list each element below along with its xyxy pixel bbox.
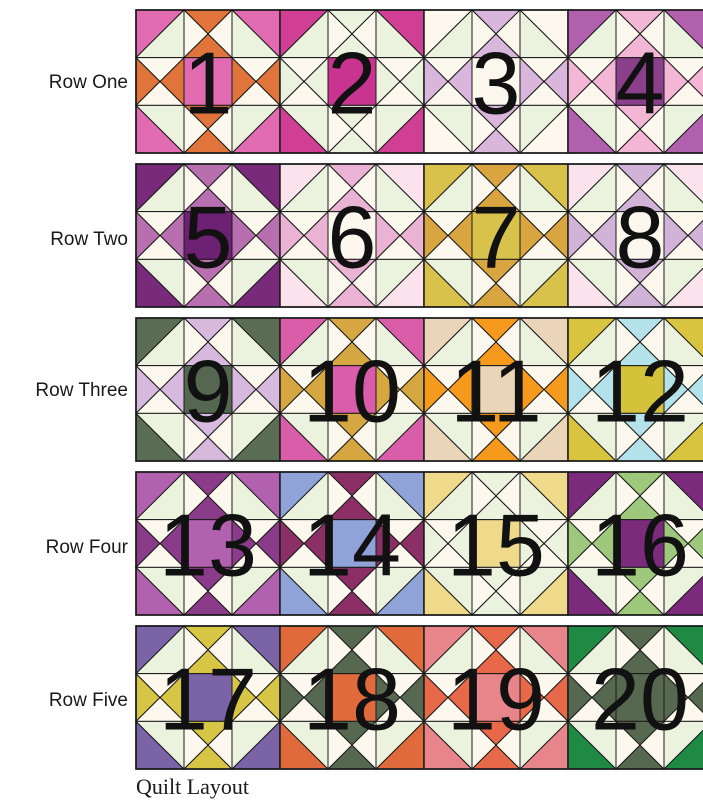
block-number: 16 xyxy=(591,496,689,595)
quilt-block-7: 7 xyxy=(424,164,568,307)
quilt-block-18: 18 xyxy=(280,626,424,769)
block-number: 5 xyxy=(184,188,233,287)
block-number: 2 xyxy=(328,34,377,133)
quilt-block-13: 13 xyxy=(136,472,280,615)
block-number: 6 xyxy=(328,188,377,287)
quilt-block-9: 9 xyxy=(136,318,280,461)
block-number: 7 xyxy=(472,188,521,287)
block-number: 18 xyxy=(303,650,401,749)
block-number: 1 xyxy=(184,34,233,133)
block-number: 17 xyxy=(159,650,257,749)
quilt-layout-caption: Quilt Layout xyxy=(136,774,249,800)
quilt-block-6: 6 xyxy=(280,164,424,307)
quilt-block-8: 8 xyxy=(568,164,703,307)
block-number: 4 xyxy=(616,34,665,133)
block-number: 12 xyxy=(591,342,689,441)
block-number: 14 xyxy=(303,496,401,595)
quilt-block-12: 12 xyxy=(568,318,703,461)
block-number: 20 xyxy=(591,650,689,749)
block-number: 9 xyxy=(184,342,233,441)
quilt-block-14: 14 xyxy=(280,472,424,615)
quilt-block-15: 15 xyxy=(424,472,568,615)
block-number: 15 xyxy=(447,496,545,595)
quilt-block-20: 20 xyxy=(568,626,703,769)
quilt-block-11: 11 xyxy=(424,318,568,461)
quilt-block-17: 17 xyxy=(136,626,280,769)
block-number: 11 xyxy=(450,342,541,441)
quilt-block-5: 5 xyxy=(136,164,280,307)
block-number: 3 xyxy=(472,34,521,133)
quilt-block-3: 3 xyxy=(424,10,568,153)
block-number: 10 xyxy=(303,342,401,441)
quilt-block-16: 16 xyxy=(568,472,703,615)
quilt-block-4: 4 xyxy=(568,10,703,153)
block-number: 19 xyxy=(447,650,545,749)
block-number: 8 xyxy=(616,188,665,287)
quilt-block-1: 1 xyxy=(136,10,280,153)
quilt-block-10: 10 xyxy=(280,318,424,461)
block-number: 13 xyxy=(159,496,257,595)
quilt-block-2: 2 xyxy=(280,10,424,153)
quilt-block-19: 19 xyxy=(424,626,568,769)
